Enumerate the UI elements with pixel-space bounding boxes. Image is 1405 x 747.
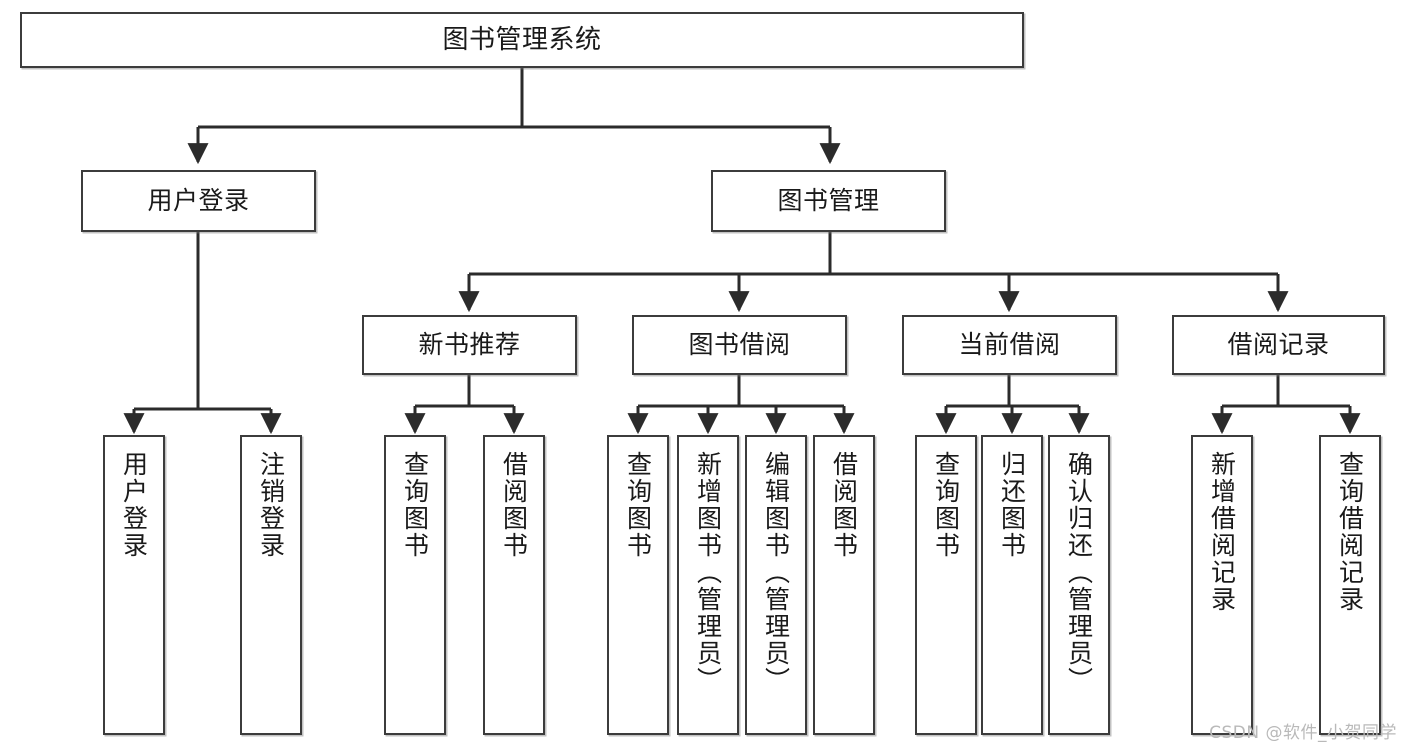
node-label: 用户登录 (119, 451, 149, 559)
leaf-new-book-query[interactable]: 查询图书 (384, 435, 446, 735)
node-new-book-recommend[interactable]: 新书推荐 (362, 315, 577, 375)
node-label: 归还图书 (997, 451, 1027, 559)
node-label: 当前借阅 (958, 330, 1061, 360)
leaf-book-borrow-borrow[interactable]: 借阅图书 (813, 435, 875, 735)
node-label: 编辑图书（管理员） (761, 451, 791, 694)
node-label: 借阅记录 (1227, 330, 1330, 360)
node-book-borrow[interactable]: 图书借阅 (632, 315, 847, 375)
node-root-system[interactable]: 图书管理系统 (20, 12, 1024, 68)
leaf-user-login-logout[interactable]: 注销登录 (240, 435, 302, 735)
node-label: 查询借阅记录 (1335, 451, 1365, 613)
node-label: 查询图书 (931, 451, 961, 559)
node-label: 新增图书（管理员） (693, 451, 723, 694)
leaf-current-borrow-return[interactable]: 归还图书 (981, 435, 1043, 735)
node-label: 新增借阅记录 (1207, 451, 1237, 613)
node-label: 借阅图书 (499, 451, 529, 559)
node-book-management[interactable]: 图书管理 (711, 170, 946, 232)
leaf-book-borrow-add[interactable]: 新增图书（管理员） (677, 435, 739, 735)
node-label: 图书借阅 (688, 330, 791, 360)
node-user-login[interactable]: 用户登录 (81, 170, 316, 232)
node-label: 用户登录 (147, 186, 250, 216)
leaf-book-borrow-edit[interactable]: 编辑图书（管理员） (745, 435, 807, 735)
leaf-current-borrow-confirm-return[interactable]: 确认归还（管理员） (1048, 435, 1110, 735)
leaf-borrow-record-query[interactable]: 查询借阅记录 (1319, 435, 1381, 735)
leaf-book-borrow-query[interactable]: 查询图书 (607, 435, 669, 735)
node-label: 借阅图书 (829, 451, 859, 559)
node-label: 查询图书 (400, 451, 430, 559)
leaf-new-book-borrow[interactable]: 借阅图书 (483, 435, 545, 735)
watermark-text: CSDN @软件_小贺同学 (1209, 723, 1397, 743)
leaf-user-login-login[interactable]: 用户登录 (103, 435, 165, 735)
node-borrow-record[interactable]: 借阅记录 (1172, 315, 1385, 375)
node-label: 新书推荐 (418, 330, 521, 360)
leaf-current-borrow-query[interactable]: 查询图书 (915, 435, 977, 735)
node-label: 查询图书 (623, 451, 653, 559)
node-label: 注销登录 (256, 451, 286, 559)
node-label: 图书管理 (777, 186, 880, 216)
node-current-borrow[interactable]: 当前借阅 (902, 315, 1117, 375)
leaf-borrow-record-add[interactable]: 新增借阅记录 (1191, 435, 1253, 735)
node-label: 图书管理系统 (442, 24, 602, 55)
node-label: 确认归还（管理员） (1064, 451, 1094, 694)
